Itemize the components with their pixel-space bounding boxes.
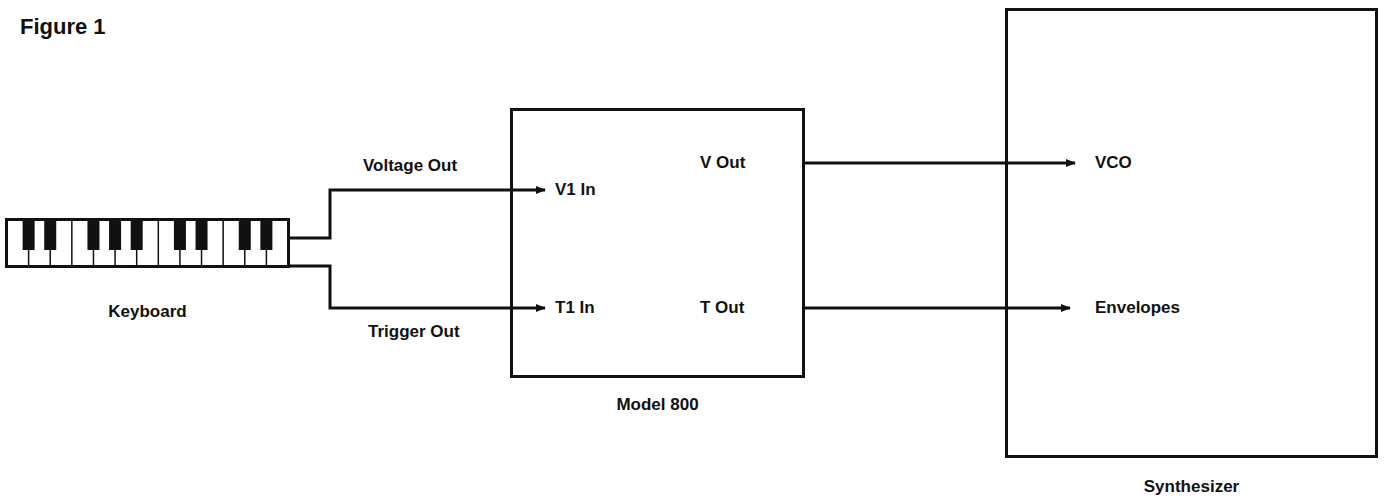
signal-name: VCO [1095, 153, 1132, 173]
black-key [109, 220, 121, 250]
white-key-edge [222, 220, 224, 266]
figure-title: Figure 1 [20, 14, 106, 40]
black-key [131, 220, 143, 250]
white-key-edge [158, 220, 160, 266]
black-key [260, 220, 272, 250]
black-key [196, 220, 208, 250]
white-key-edge [71, 220, 73, 266]
signal-name: V1 In [555, 180, 596, 200]
signal-connector [290, 190, 545, 238]
black-key [87, 220, 99, 250]
signal-name: Envelopes [1095, 298, 1180, 318]
black-key [44, 220, 56, 250]
black-key [239, 220, 251, 250]
signal-connector [805, 307, 1070, 310]
synthesizer-box: Synthesizer [1005, 8, 1378, 458]
node-caption: Model 800 [616, 395, 698, 415]
signal-connector [805, 162, 1075, 165]
black-key [174, 220, 186, 250]
keyboard-frame [7, 220, 289, 267]
signal-connector [290, 266, 545, 308]
module-box: Model 800 [510, 108, 805, 378]
signal-name: T1 In [555, 298, 595, 318]
connector-label: Voltage Out [363, 156, 457, 176]
node-caption: Synthesizer [1144, 477, 1239, 497]
keyboard-drawing [5, 218, 290, 268]
connector-label: Trigger Out [368, 322, 460, 342]
black-key [23, 220, 35, 250]
signal-name: V Out [700, 153, 745, 173]
keyboard-illustration: Keyboard [5, 218, 290, 268]
signal-name: T Out [700, 298, 744, 318]
node-caption: Keyboard [108, 302, 186, 322]
